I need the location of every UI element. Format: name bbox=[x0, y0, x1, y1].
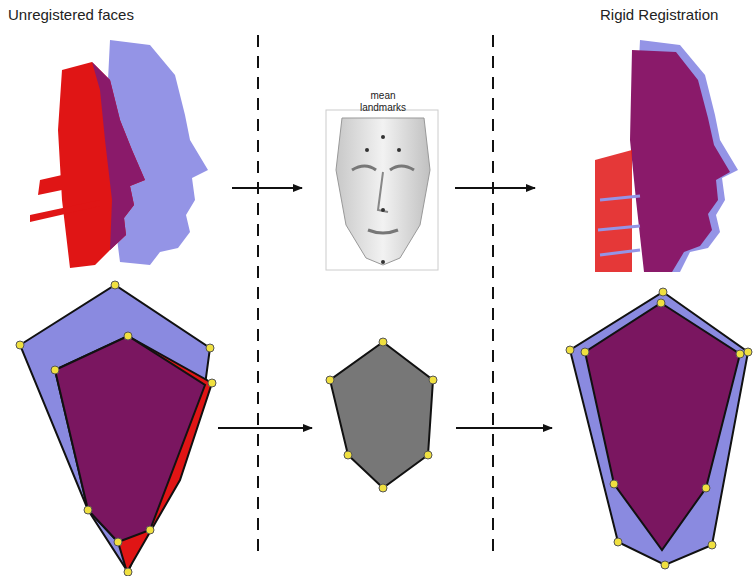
column-heading: Rigid Registration bbox=[600, 6, 718, 23]
image-caption: mean landmarks bbox=[352, 90, 414, 114]
column-heading: Unregistered faces bbox=[8, 6, 134, 23]
